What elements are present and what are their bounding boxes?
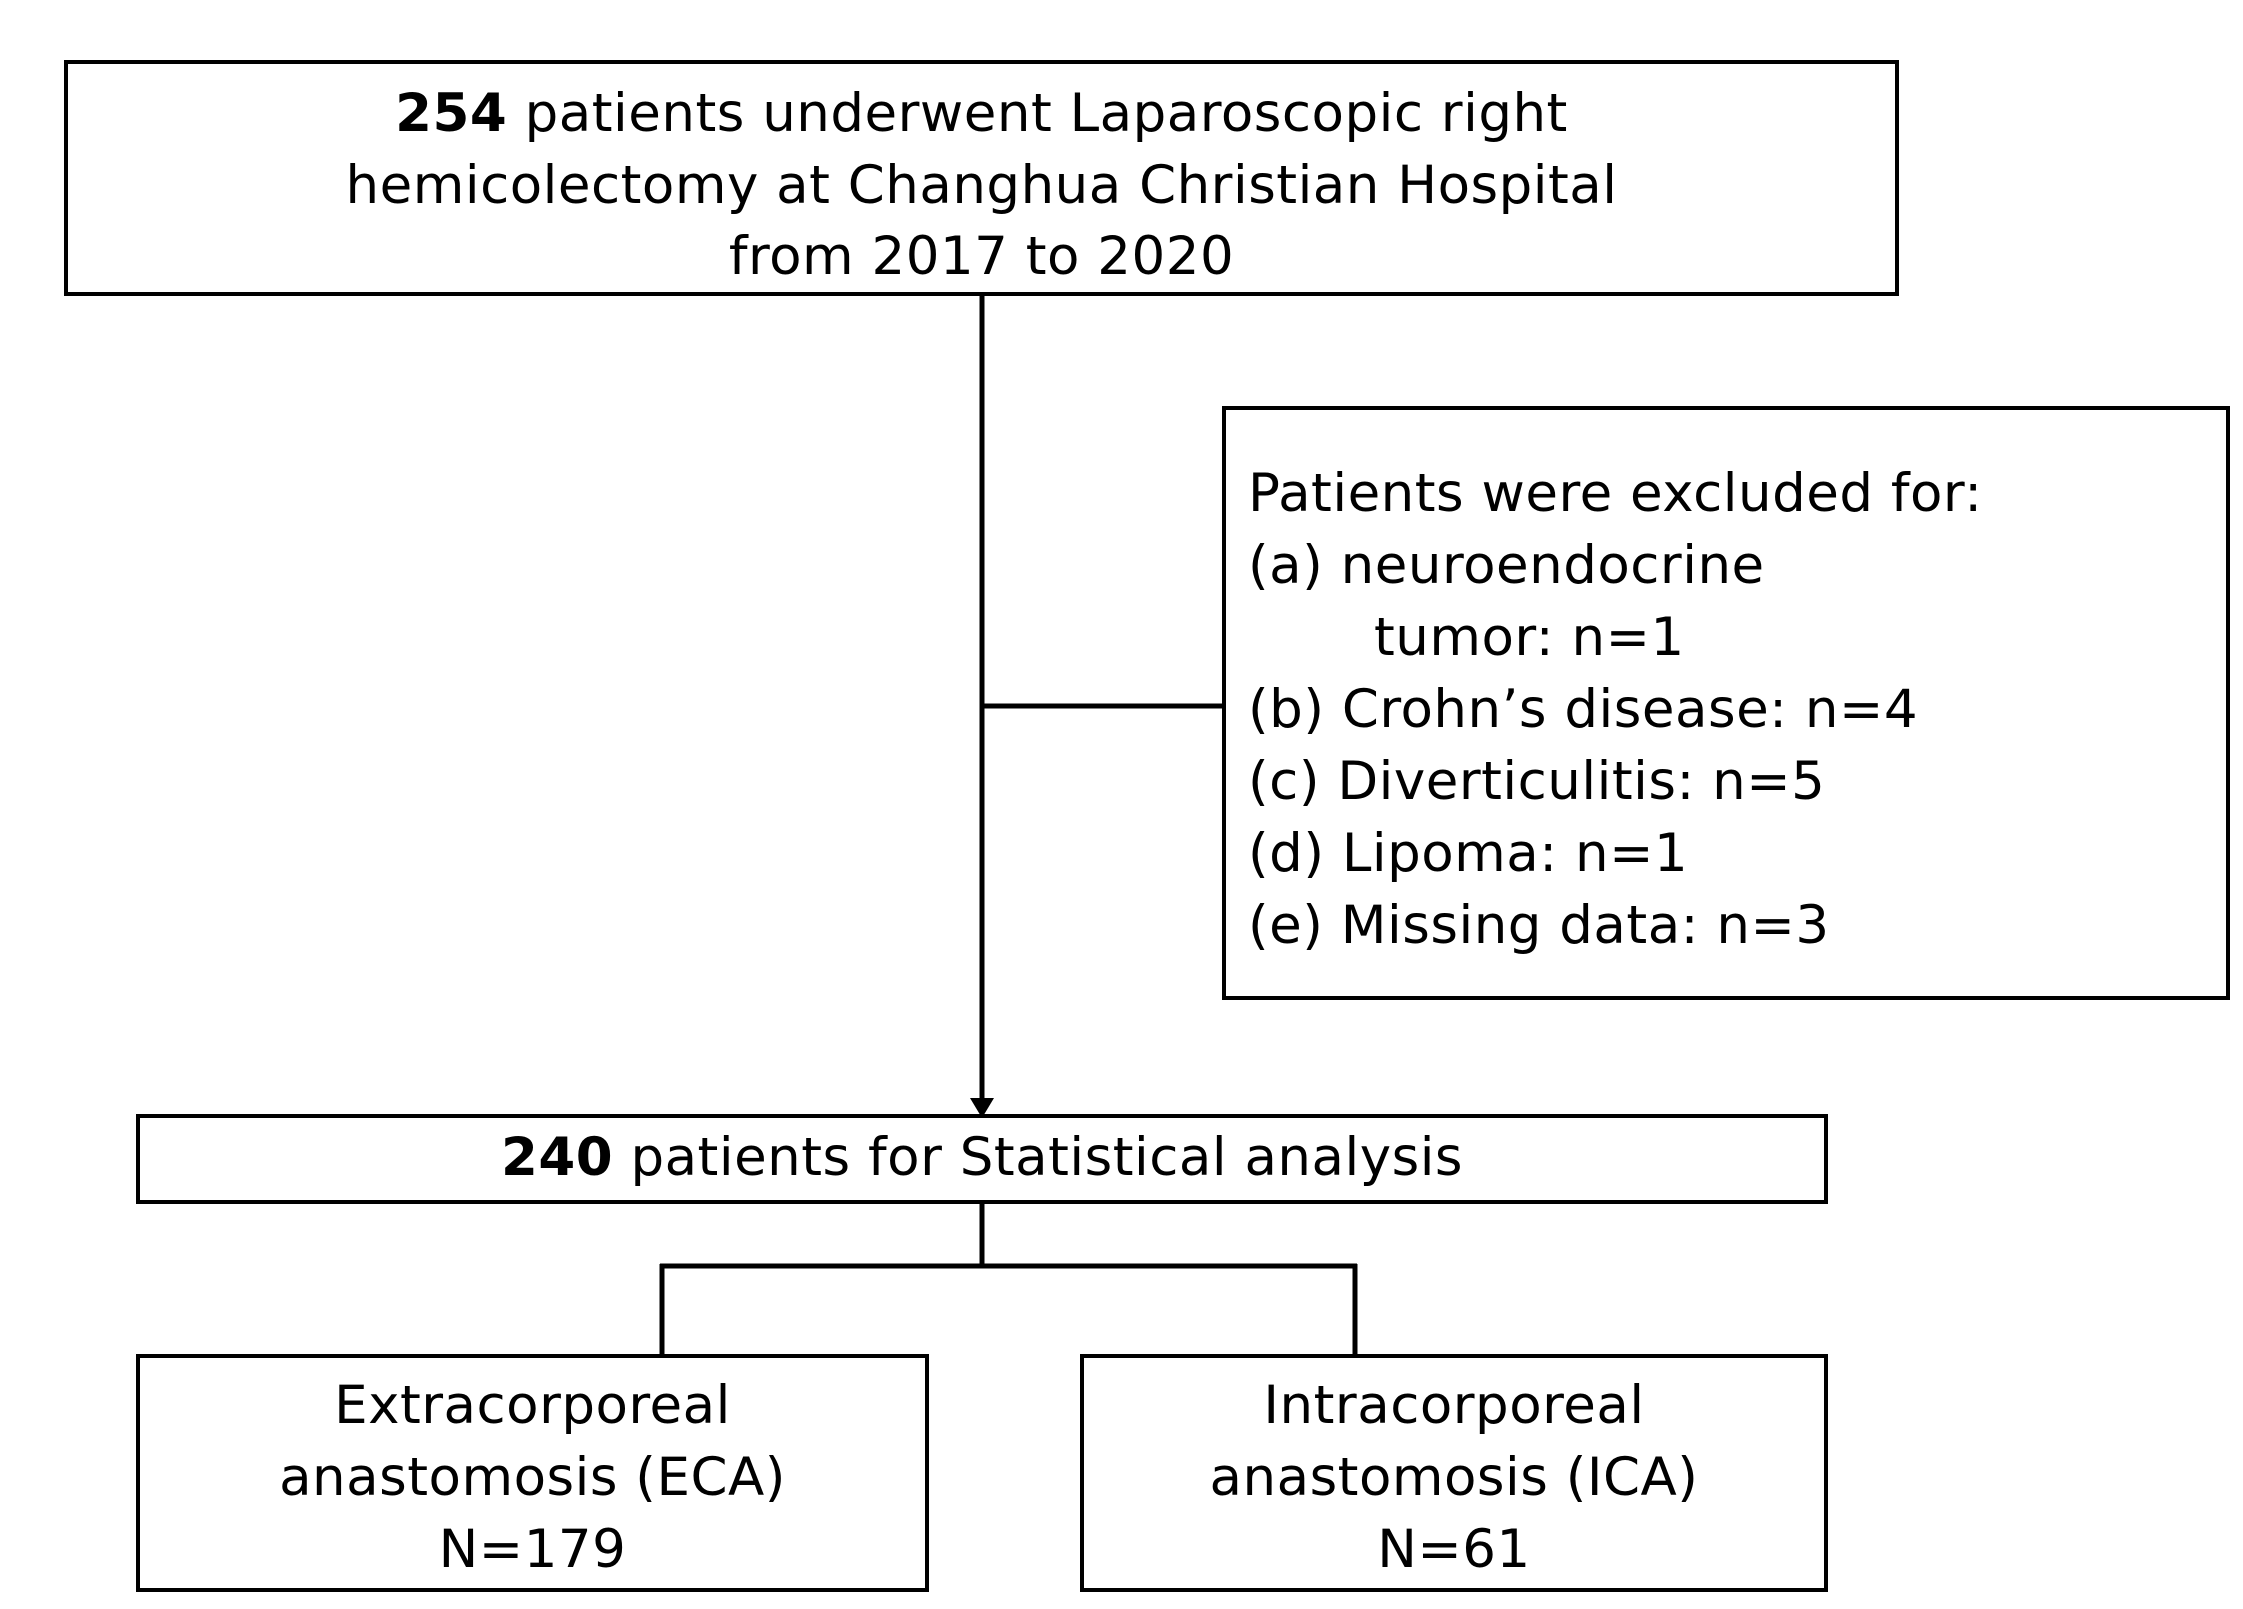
enrollment-count: 254 <box>395 83 508 144</box>
analysis-count: 240 <box>500 1127 614 1188</box>
analysis-text: patients for Statistical analysis <box>613 1127 1464 1188</box>
enrollment-box: 254 patients underwent Laparoscopic righ… <box>64 60 1899 296</box>
exclusion-item-e: (e) Missing data: n=3 <box>1248 895 1830 956</box>
enrollment-line-1-text: patients underwent Laparoscopic right <box>507 83 1568 144</box>
exclusion-item-a-cont: tumor: n=1 <box>1374 607 1685 668</box>
enrollment-line-3: from 2017 to 2020 <box>728 226 1235 287</box>
eca-box: Extracorporeal anastomosis (ECA) N=179 <box>136 1354 929 1592</box>
exclusion-heading: Patients were excluded for: <box>1248 463 1983 524</box>
main-arrowhead <box>970 1098 994 1118</box>
analysis-box: 240 patients for Statistical analysis <box>136 1114 1828 1204</box>
exclusion-item-c: (c) Diverticulitis: n=5 <box>1248 751 1826 812</box>
exclusion-item-b: (b) Crohn’s disease: n=4 <box>1248 679 1919 740</box>
ica-count: N=61 <box>1377 1519 1531 1580</box>
exclusion-box: Patients were excluded for: (a) neuroend… <box>1222 406 2230 1000</box>
exclusion-item-d: (d) Lipoma: n=1 <box>1248 823 1689 884</box>
analysis-line: 240 patients for Statistical analysis <box>140 1122 1824 1194</box>
ica-box: Intracorporeal anastomosis (ICA) N=61 <box>1080 1354 1828 1592</box>
eca-line-1: Extracorporeal <box>334 1375 731 1436</box>
ica-line-2: anastomosis (ICA) <box>1209 1447 1699 1508</box>
enrollment-line-1: 254 patients underwent Laparoscopic righ… <box>68 78 1895 150</box>
enrollment-line-2: hemicolectomy at Changhua Christian Hosp… <box>345 155 1618 216</box>
exclusion-item-a: (a) neuroendocrine <box>1248 535 1765 596</box>
ica-line-1: Intracorporeal <box>1263 1375 1645 1436</box>
eca-line-2: anastomosis (ECA) <box>279 1447 786 1508</box>
eca-count: N=179 <box>438 1519 627 1580</box>
